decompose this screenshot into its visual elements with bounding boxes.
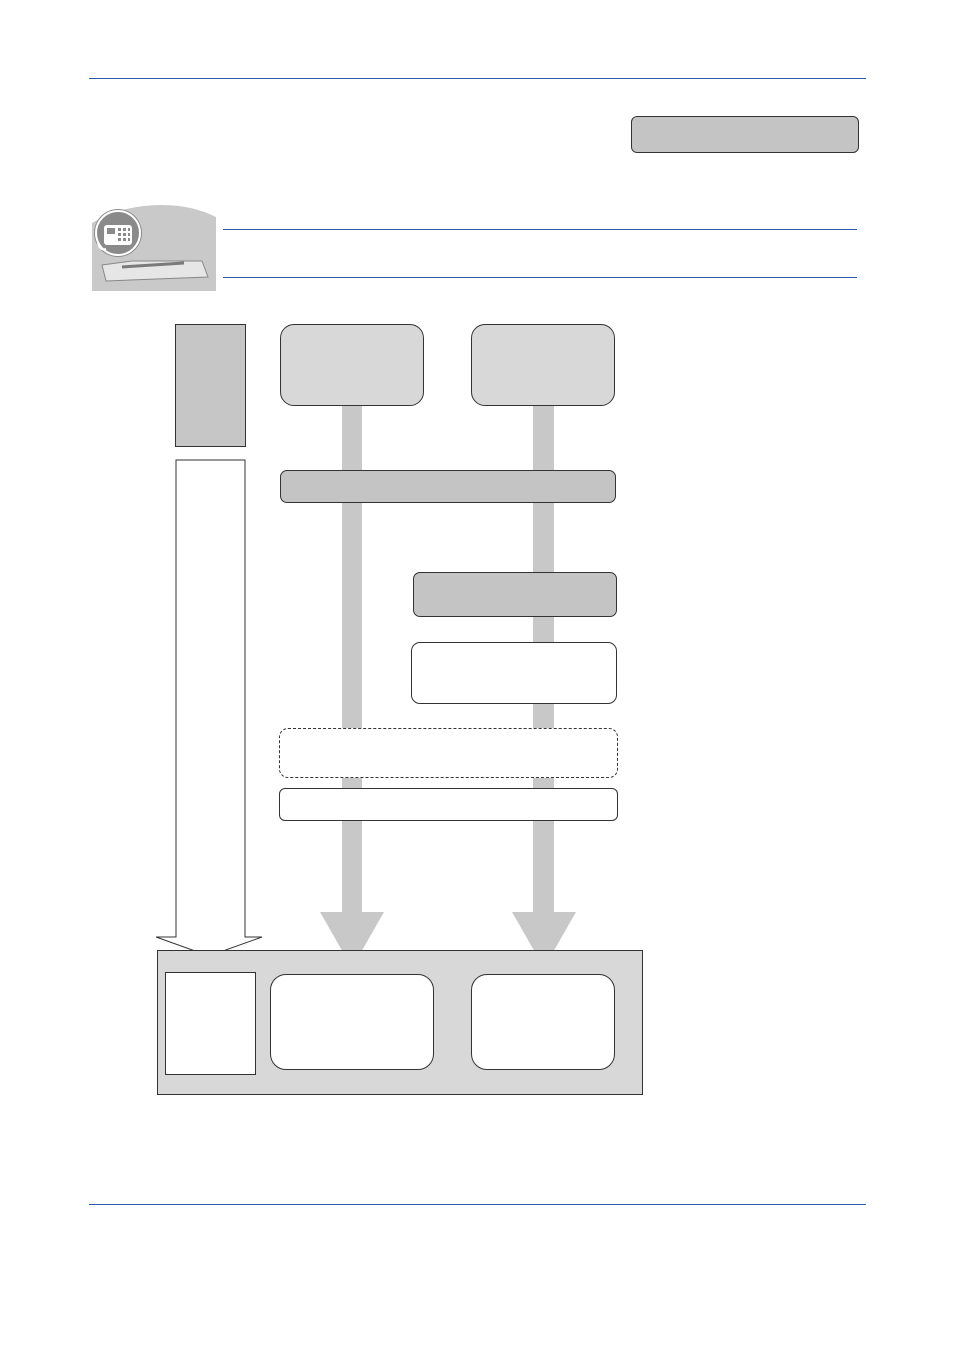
source-b-box — [471, 324, 615, 406]
arrowhead-b — [512, 912, 576, 968]
left-column-box — [175, 324, 246, 447]
final-step-box — [279, 788, 618, 821]
section-tab — [631, 116, 859, 153]
arrowhead-a — [320, 912, 384, 968]
result-b-box — [471, 974, 615, 1070]
source-a-box — [280, 324, 424, 406]
bottom-rule — [89, 1204, 866, 1205]
section-title-rule-top — [223, 229, 857, 230]
result-a-box — [270, 974, 434, 1070]
section-icon-block — [92, 205, 216, 291]
step-b2-box — [411, 642, 617, 704]
fax-machine-icon — [92, 205, 216, 291]
optional-step-box — [279, 728, 618, 778]
top-rule — [89, 78, 866, 79]
step-b1-box — [413, 572, 617, 617]
page-number — [700, 1210, 866, 1234]
section-title-rule-bottom — [223, 277, 857, 278]
left-hollow-arrow — [155, 459, 263, 957]
shared-step-box — [280, 470, 616, 503]
result-left-box — [165, 972, 256, 1075]
